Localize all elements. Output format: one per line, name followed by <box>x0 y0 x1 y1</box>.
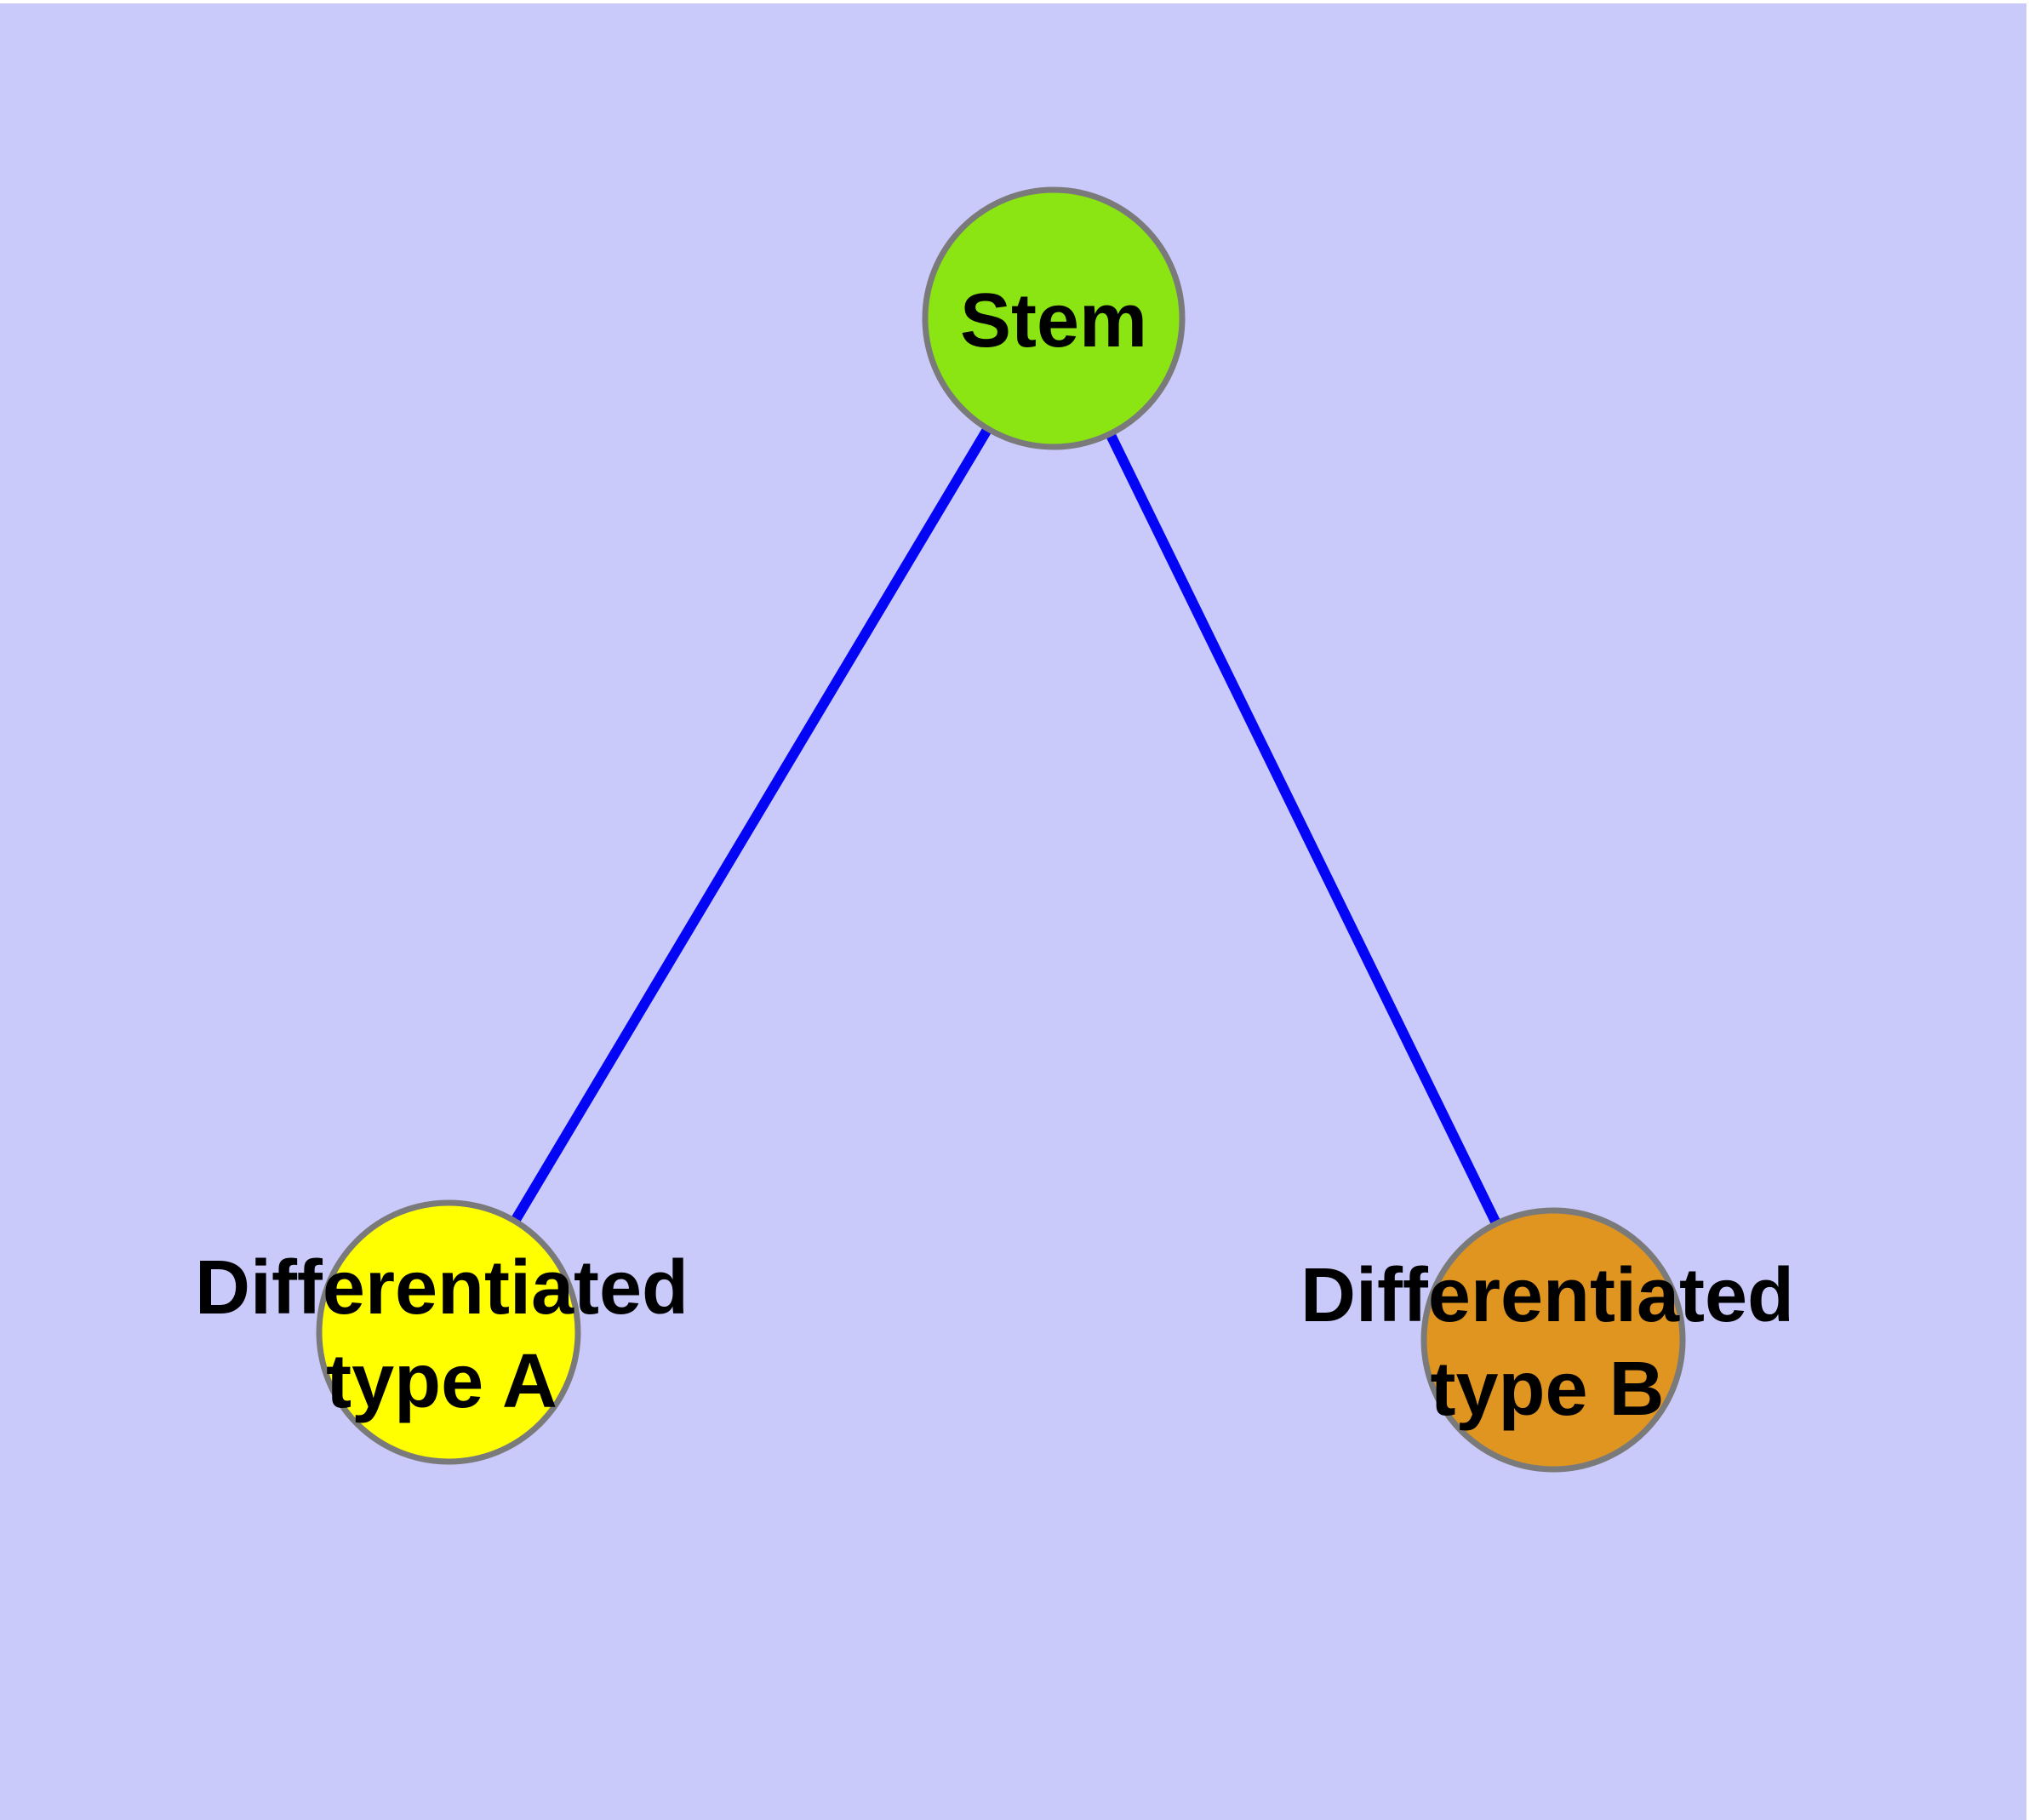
edge-stem-to-type-b <box>1049 316 1558 1342</box>
node-type-a-label-line2: type A <box>326 1339 557 1424</box>
node-type-a-label-line1: Differentiated <box>195 1245 689 1331</box>
node-type-b-circle <box>1420 1207 1686 1473</box>
node-differentiated-type-b: Differentiated type B <box>1300 1207 1794 1473</box>
node-type-a-circle <box>316 1199 581 1465</box>
node-differentiated-type-a: Differentiated type A <box>195 1199 689 1465</box>
node-type-b-label-line2: type B <box>1430 1347 1664 1432</box>
node-stem-circle <box>922 186 1186 450</box>
node-type-b-label-line1: Differentiated <box>1300 1253 1794 1338</box>
node-stem: Stem <box>922 186 1186 450</box>
node-stem-label: Stem <box>960 278 1147 363</box>
edge-stem-to-type-a <box>443 315 1059 1336</box>
